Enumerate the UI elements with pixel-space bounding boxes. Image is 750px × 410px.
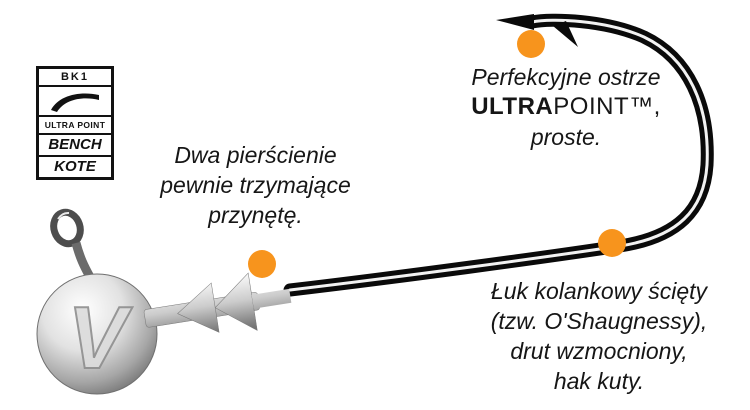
jig-eyelet-shine [57,211,70,220]
callout-marker-point [517,30,545,58]
callout-marker-collar [248,250,276,278]
callout-marker-bend [598,229,626,257]
jig-logo: V [68,288,133,387]
callout-bend-line: hak kuty. [553,368,645,394]
ultrapoint-brand: ULTRAPOINT™, [428,92,704,122]
callout-collar-line: przynętę. [208,202,303,228]
jig-eyelet [50,208,84,248]
ultrapoint-brand-bold: ULTRA [471,93,554,120]
callout-point-text: Perfekcyjne ostrze ULTRAPOINT™, proste. [428,62,704,152]
bait-keeper-collar [143,272,292,333]
hook-shape [283,13,714,297]
badge-kote-label: KOTE [39,155,111,177]
hook-point-icon [39,85,111,115]
hook-point-tip [496,14,534,30]
callout-point-line: Perfekcyjne ostrze [471,64,661,90]
callout-point-line: proste. [530,124,602,150]
jig-ball [36,273,158,395]
callout-collar-line: pewnie trzymające [160,172,351,198]
badge-bench-label: BENCH [39,133,111,155]
callout-bend-line: drut wzmocniony, [510,338,688,364]
callout-collar-line: Dwa pierścienie [174,142,337,168]
callout-bend-line: (tzw. O'Shaugnessy), [490,308,708,334]
hook-highlight [288,18,709,292]
badge-model-label: BK1 [60,71,89,83]
badge-ultra-point-label: ULTRA POINT [39,115,111,133]
jig-head: V [36,208,292,395]
jig-neck [71,241,94,280]
bk1-badge: BK1 ULTRA POINT BENCH KOTE [36,66,114,180]
callout-bend-line: Łuk kolankowy ścięty [490,278,708,304]
ultrapoint-brand-rest: POINT™, [553,93,661,120]
callout-bend-text: Łuk kolankowy ścięty (tzw. O'Shaugnessy)… [452,276,746,396]
callout-collar-text: Dwa pierścienie pewnie trzymające przynę… [118,140,393,230]
hook-barb [553,21,578,47]
